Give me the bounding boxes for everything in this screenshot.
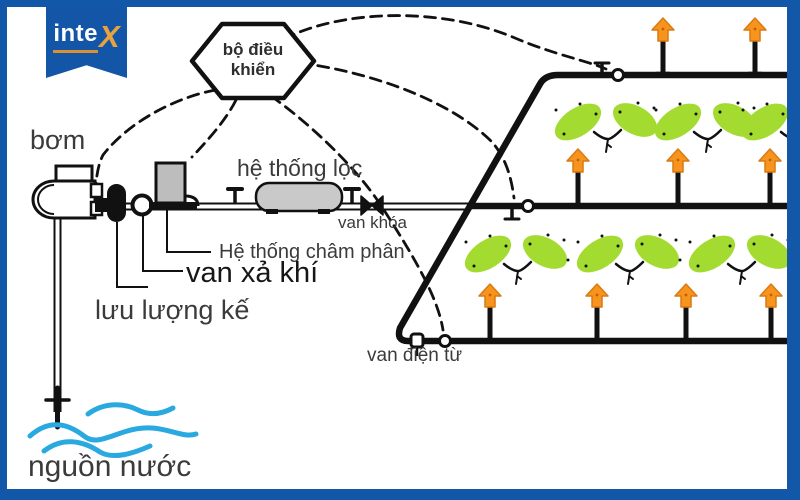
fertilizer-unit	[149, 161, 200, 209]
sprinkler	[586, 284, 608, 341]
flow-meter	[130, 193, 154, 217]
logo-text-main: inte	[53, 20, 98, 53]
leader-lines	[116, 210, 211, 288]
water-waves	[27, 402, 199, 458]
pump	[31, 164, 107, 220]
solenoid-valve-top	[593, 61, 625, 82]
wire-to-pump	[94, 88, 218, 186]
plant	[457, 226, 575, 286]
plant	[681, 226, 787, 286]
lock-valve-label: van khóa	[338, 213, 407, 232]
intex-logo-badge: inte X	[46, 7, 127, 78]
intex-logo-text: inte X	[53, 18, 120, 54]
pump-label: bơm	[30, 125, 86, 155]
controller-hexagon	[189, 21, 317, 101]
wire-to-middle-valve	[298, 61, 516, 200]
pipe-fitting	[343, 187, 361, 203]
filter-tank	[254, 181, 344, 214]
fertilizer-system-label: Hệ thống châm phân	[219, 241, 405, 263]
sprinkler	[759, 149, 781, 206]
water-source-label: nguồn nước	[28, 450, 192, 483]
solenoid-valve-label: van điện từ	[367, 345, 463, 366]
solenoid-valve-bottom	[409, 332, 452, 356]
controller-label-line1: bộ điều	[222, 40, 284, 60]
controller-label-line2: khiển	[230, 60, 276, 79]
plant	[569, 226, 687, 286]
flow-meter-label: lưu lượng kế	[95, 295, 250, 325]
sprinkler	[567, 149, 589, 206]
wire-to-fertilizer	[190, 98, 238, 159]
diagram-artwork	[27, 14, 787, 458]
logo-text-accent: X	[98, 18, 120, 54]
plant	[547, 94, 665, 154]
suction-pipe	[44, 215, 71, 430]
control-wires	[94, 14, 608, 332]
air-release-valve-label: van xả khí	[186, 257, 319, 289]
sprinkler	[744, 18, 766, 75]
wire-to-top-valve	[282, 14, 608, 71]
pipe-fitting	[226, 187, 244, 203]
sprinkler	[675, 284, 697, 341]
sprinkler	[652, 18, 674, 75]
wire-to-bottom-valve	[269, 94, 445, 332]
sprinkler	[760, 284, 782, 341]
controller-label: bộ điều khiển	[192, 22, 314, 98]
filter-system-label: hệ thống lọc	[237, 155, 363, 181]
lock-valve	[360, 195, 384, 216]
solenoid-valve-middle	[503, 199, 535, 221]
air-release-valve	[107, 184, 126, 222]
sprinkler	[479, 284, 501, 341]
sprinkler	[667, 149, 689, 206]
